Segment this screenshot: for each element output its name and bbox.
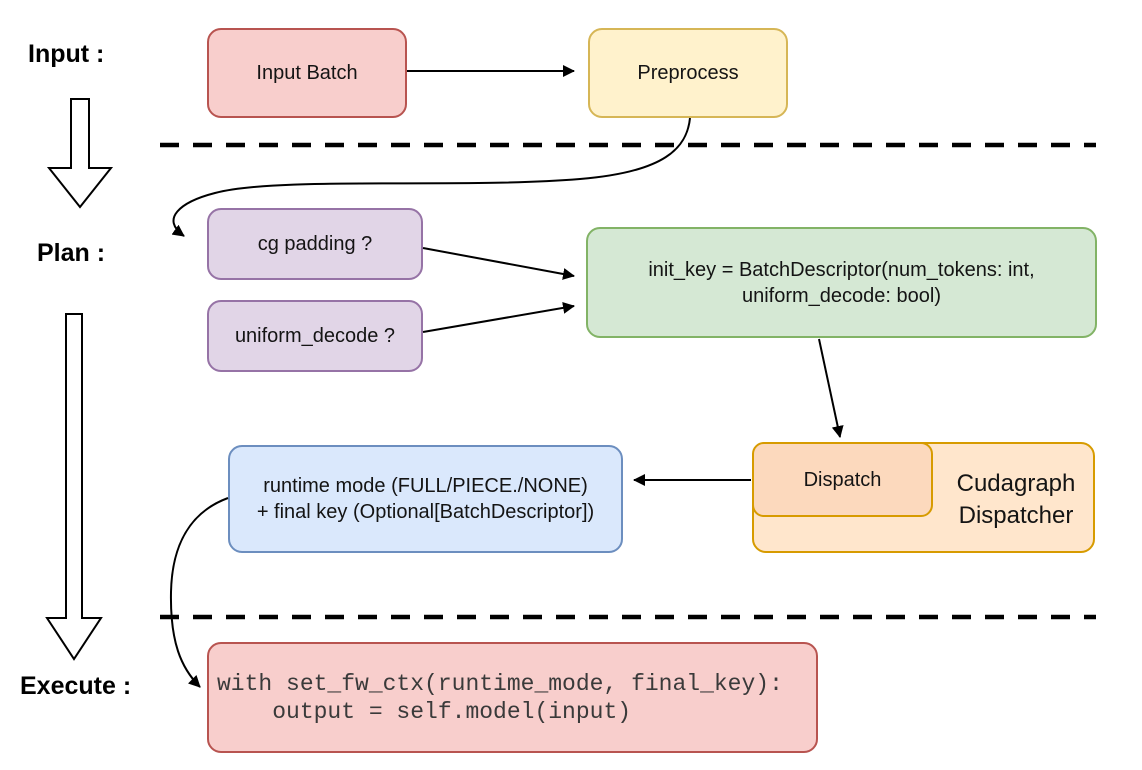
init-key-node: init_key = BatchDescriptor(num_tokens: i… [586,227,1097,338]
input-batch-label: Input Batch [256,62,358,84]
input-batch-node: Input Batch [207,28,407,118]
init-key-line2: uniform_decode: bool) [741,284,941,307]
execute-code-line2: output = self.model(input) [217,698,632,725]
dispatch-node: Dispatch [752,442,933,517]
runtime-mode-line1: runtime mode (FULL/PIECE./NONE) [263,475,588,497]
connector-initkey-to-dispatch [818,338,844,438]
dispatch-label: Dispatch [803,468,882,491]
uniform-decode-label: uniform_decode ? [234,325,396,347]
init-key-line1: init_key = BatchDescriptor(num_tokens: i… [648,258,1035,281]
input-to-plan-arrow-icon [46,98,114,209]
cg-padding-node: cg padding ? [207,208,423,280]
cg-padding-label: cg padding ? [257,233,373,255]
stage-label-input: Input : [28,40,105,68]
preprocess-node: Preprocess [588,28,788,118]
runtime-mode-node: runtime mode (FULL/PIECE./NONE) + final … [228,445,623,553]
stage-label-plan: Plan : [37,239,106,267]
uniform-decode-node: uniform_decode ? [207,300,423,372]
runtime-mode-line2: + final key (Optional[BatchDescriptor]) [256,501,595,523]
cudagraph-dispatcher-line2: Dispatcher [958,501,1074,529]
execute-code-node: with set_fw_ctx(runtime_mode, final_key)… [207,642,818,753]
preprocess-label: Preprocess [637,62,739,84]
connector-cgpadding-to-initkey [422,247,575,280]
cudagraph-dispatcher-line1: Cudagraph [956,469,1076,497]
stage-label-execute: Execute : [20,672,132,700]
cudagraph-dispatcher-label: Cudagraph Dispatcher [935,444,1097,555]
execute-code-line1: with set_fw_ctx(runtime_mode, final_key)… [217,670,783,697]
plan-to-execute-arrow-icon [45,313,103,661]
connector-uniformdecode-to-initkey [422,301,575,333]
